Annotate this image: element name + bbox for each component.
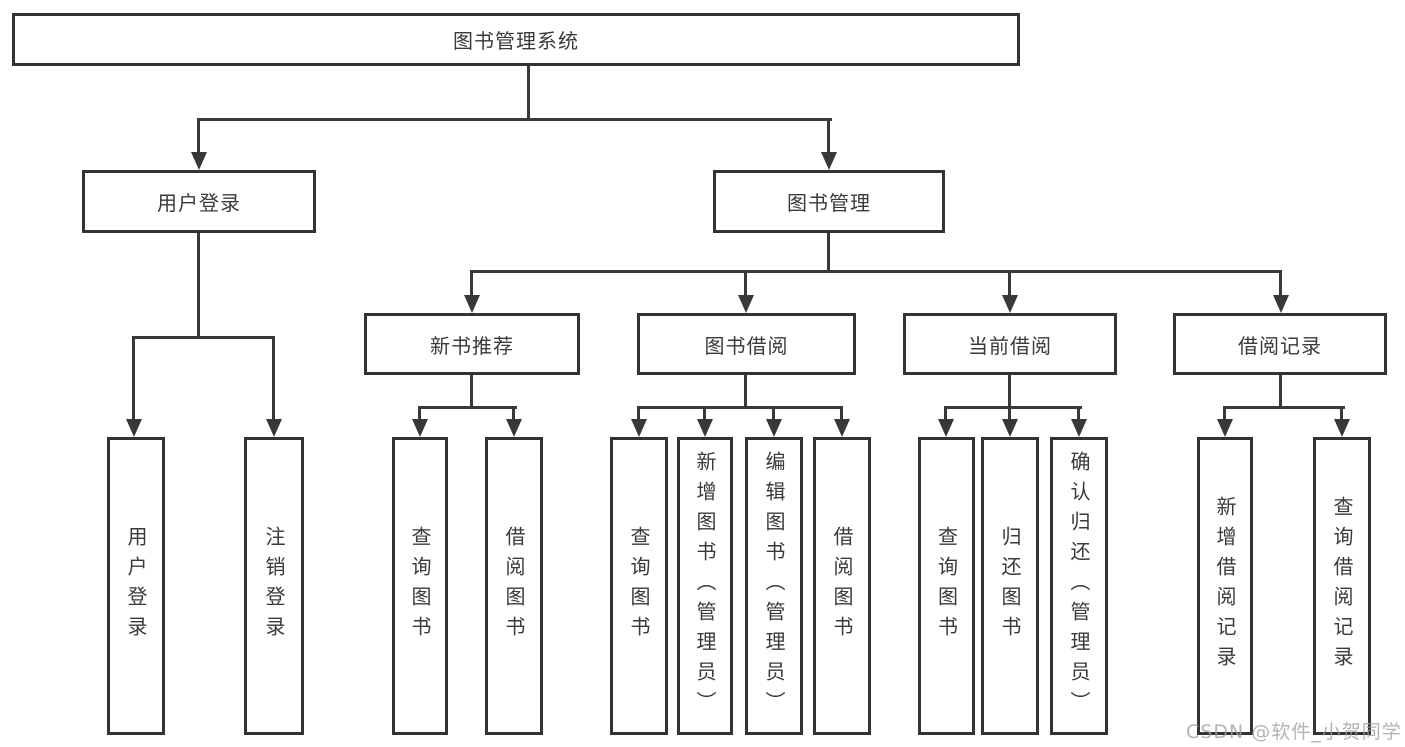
connector-line <box>197 118 200 154</box>
connector-line <box>637 406 843 409</box>
connector-line <box>272 336 275 421</box>
node-label: 借阅记录 <box>1238 333 1322 358</box>
node-user-login: 用户登录 <box>82 170 316 233</box>
node-label: 新增图书（管理员） <box>693 451 717 721</box>
arrow-down-icon <box>1273 295 1289 313</box>
node-label: 借阅图书 <box>830 526 854 646</box>
leaf-query-books-borrow: 查询图书 <box>610 437 668 735</box>
connector-line <box>527 66 530 121</box>
node-label: 编辑图书（管理员） <box>762 451 786 721</box>
leaf-query-books-current: 查询图书 <box>918 437 975 735</box>
leaf-borrow-books-borrow: 借阅图书 <box>813 437 871 735</box>
arrow-down-icon <box>697 419 713 437</box>
arrow-down-icon <box>266 419 282 437</box>
connector-line <box>418 406 421 422</box>
node-new-book-recommend: 新书推荐 <box>364 313 580 375</box>
leaf-borrow-books-recommend: 借阅图书 <box>485 437 543 735</box>
arrow-down-icon <box>1071 419 1087 437</box>
leaf-return-books: 归还图书 <box>981 437 1039 735</box>
node-book-management: 图书管理 <box>713 170 945 233</box>
connector-line <box>197 118 832 121</box>
leaf-query-borrow-record: 查询借阅记录 <box>1313 437 1371 735</box>
connector-line <box>1279 270 1282 297</box>
connector-line <box>772 406 775 422</box>
connector-line <box>470 375 473 409</box>
node-label: 图书管理系统 <box>453 29 579 53</box>
node-borrow-records: 借阅记录 <box>1173 313 1387 375</box>
connector-line <box>1008 406 1011 422</box>
node-label: 查询图书 <box>627 526 651 646</box>
connector-line <box>1077 406 1080 422</box>
node-label: 查询图书 <box>408 526 432 646</box>
connector-line <box>197 233 200 339</box>
node-label: 查询图书 <box>934 526 959 646</box>
connector-line <box>1008 375 1011 409</box>
connector-line <box>744 270 747 297</box>
connector-line <box>1008 270 1011 297</box>
arrow-down-icon <box>1217 419 1233 437</box>
leaf-edit-books-admin: 编辑图书（管理员） <box>745 437 803 735</box>
connector-line <box>132 336 135 421</box>
connector-line <box>1279 375 1282 409</box>
arrow-down-icon <box>821 152 837 170</box>
connector-line <box>470 270 1282 273</box>
node-book-borrow: 图书借阅 <box>637 313 856 375</box>
node-label: 图书管理 <box>787 191 871 215</box>
leaf-add-books-admin: 新增图书（管理员） <box>677 437 733 735</box>
leaf-add-borrow-record: 新增借阅记录 <box>1197 437 1253 735</box>
arrow-down-icon <box>738 295 754 313</box>
arrow-down-icon <box>834 419 850 437</box>
arrow-down-icon <box>1002 419 1018 437</box>
node-library-management-system: 图书管理系统 <box>12 13 1020 66</box>
watermark: CSDN @软件_小贺同学 <box>1186 721 1402 743</box>
arrow-down-icon <box>1002 295 1018 313</box>
leaf-user-login: 用户登录 <box>107 437 165 735</box>
connector-line <box>637 406 640 422</box>
arrow-down-icon <box>631 419 647 437</box>
node-label: 归还图书 <box>998 526 1022 646</box>
arrow-down-icon <box>766 419 782 437</box>
connector-line <box>944 406 1082 409</box>
node-label: 当前借阅 <box>968 333 1052 358</box>
connector-line <box>744 375 747 409</box>
connector-line <box>1340 406 1343 422</box>
connector-line <box>132 336 275 339</box>
connector-line <box>1223 406 1345 409</box>
node-label: 图书借阅 <box>704 333 789 358</box>
connector-line <box>512 406 515 422</box>
node-label: 借阅图书 <box>502 526 526 646</box>
leaf-confirm-return-admin: 确认归还（管理员） <box>1050 437 1108 735</box>
connector-line <box>1223 406 1226 422</box>
arrow-down-icon <box>506 419 522 437</box>
node-label: 新书推荐 <box>430 333 514 358</box>
leaf-logout: 注销登录 <box>244 437 304 735</box>
connector-line <box>418 406 517 409</box>
arrow-down-icon <box>191 152 207 170</box>
connector-line <box>840 406 843 422</box>
arrow-down-icon <box>464 295 480 313</box>
node-label: 用户登录 <box>157 191 241 215</box>
connector-line <box>827 118 830 154</box>
connector-line <box>944 406 947 422</box>
leaf-query-books-recommend: 查询图书 <box>392 437 448 735</box>
node-label: 查询借阅记录 <box>1330 496 1354 676</box>
connector-line <box>827 233 830 273</box>
node-label: 确认归还（管理员） <box>1067 451 1091 721</box>
node-current-borrow: 当前借阅 <box>903 313 1117 375</box>
arrow-down-icon <box>126 419 142 437</box>
connector-line <box>470 270 473 297</box>
connector-line <box>703 406 706 422</box>
node-label: 用户登录 <box>124 526 148 646</box>
node-label: 新增借阅记录 <box>1213 496 1237 676</box>
arrow-down-icon <box>412 419 428 437</box>
arrow-down-icon <box>938 419 954 437</box>
node-label: 注销登录 <box>262 526 286 646</box>
arrow-down-icon <box>1334 419 1350 437</box>
